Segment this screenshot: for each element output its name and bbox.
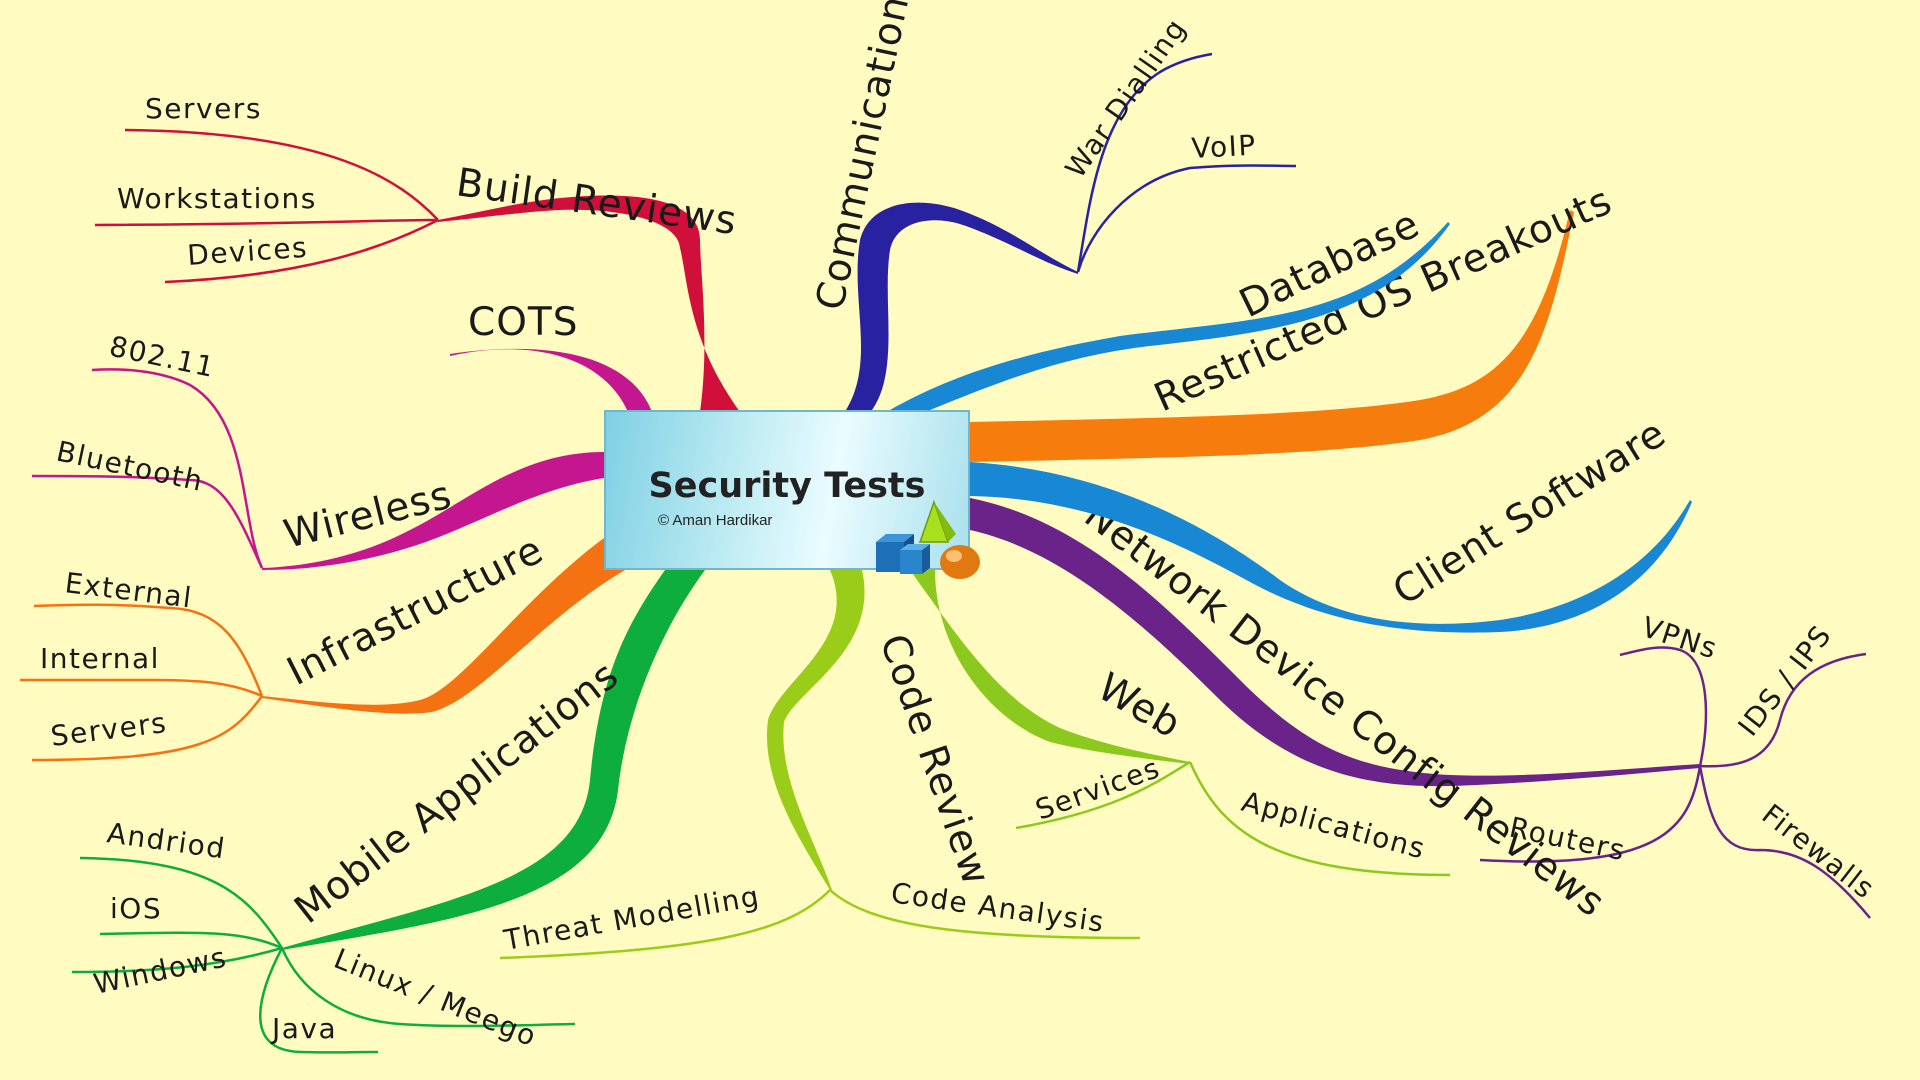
branch-label-infrastructure: Infrastructure	[280, 527, 551, 695]
leaf-label-ios: iOS	[110, 892, 162, 925]
connector-mobile-windows	[71, 946, 283, 974]
leaf-label-bluetooth: Bluetooth	[54, 435, 207, 498]
leaf-label-threat-modelling: Threat Modelling	[501, 879, 763, 957]
connector-communications-voip	[1076, 164, 1297, 273]
connector-mobile-java	[259, 947, 379, 1054]
connector-network-firewalls	[1698, 765, 1871, 919]
branch-line-cots	[450, 348, 652, 412]
connector-build-reviews-devices	[164, 218, 439, 284]
connector-wireless-802-11	[91, 368, 264, 569]
branch-line-client-software	[970, 462, 1692, 633]
connector-mobile-linux-meego	[280, 947, 576, 1028]
leaf-label-servers-infrastructure: Servers	[49, 706, 169, 753]
branch-label-web: Web	[1090, 665, 1189, 748]
leaf-label-devices: Devices	[186, 231, 309, 272]
branch-line-build-reviews	[438, 195, 740, 412]
connector-web-applications	[1188, 761, 1451, 877]
branch-line-code-review	[766, 570, 865, 890]
branch-cots: COTS	[450, 300, 652, 412]
branch-line-mobile-applications	[282, 570, 705, 950]
central-topic-title: Security Tests	[648, 466, 926, 506]
connector-build-reviews-servers	[124, 128, 439, 221]
branch-line-database	[890, 222, 1450, 410]
leaf-label-andriod: Andriod	[105, 816, 228, 865]
connector-infrastructure-internal	[20, 678, 263, 698]
leaf-label-java: Java	[270, 1012, 337, 1045]
leaf-label-internal: Internal	[40, 642, 160, 675]
connector-mobile-ios	[99, 931, 283, 950]
leaf-label-external: External	[63, 566, 194, 614]
connector-code-review-threat-modelling	[499, 889, 831, 960]
branch-line-infrastructure	[262, 538, 625, 714]
branch-line-communications	[846, 202, 1078, 410]
leaf-label-applications: Applications	[1238, 785, 1429, 866]
leaf-label-vpns: VPNs	[1638, 610, 1722, 665]
leaf-label-workstations: Workstations	[117, 182, 317, 215]
connector-code-review-code-analysis	[829, 889, 1141, 940]
branch-label-build-reviews: Build Reviews	[454, 160, 740, 244]
leaf-label-windows: Windows	[91, 940, 230, 1000]
branch-line-network-device-config-reviews	[970, 498, 1700, 787]
leaf-label-ids-ips: IDS / IPS	[1732, 619, 1839, 743]
shapes-icon	[876, 499, 980, 579]
leaf-label-code-analysis: Code Analysis	[889, 876, 1107, 939]
leaf-label-voip: VoIP	[1191, 129, 1258, 165]
branch-line-web	[910, 570, 1190, 764]
branch-line-wireless	[262, 452, 604, 570]
connector-build-reviews-workstations	[94, 218, 439, 227]
connector-infrastructure-servers	[31, 695, 264, 762]
leaf-label-servers: Servers	[145, 92, 262, 125]
connector-infrastructure-external	[33, 603, 264, 697]
leaf-label-war-dialling: War Dialling	[1059, 12, 1193, 184]
connector-communications-war-dialling	[1076, 52, 1213, 273]
branch-line-restricted-os-breakouts	[970, 210, 1574, 462]
connector-network-vpns	[1619, 646, 1708, 767]
connector-wireless-bluetooth	[31, 474, 264, 569]
branch-label-cots: COTS	[468, 300, 579, 345]
connector-web-services	[1015, 760, 1191, 830]
branch-label-wireless: Wireless	[280, 473, 457, 558]
connector-network-routers	[1479, 765, 1702, 863]
leaf-label-services: Services	[1031, 751, 1165, 826]
connector-mobile-andriod	[79, 856, 284, 949]
central-topic-author: © Aman Hardikar	[658, 512, 773, 529]
connector-network-ids-ips	[1699, 652, 1867, 768]
